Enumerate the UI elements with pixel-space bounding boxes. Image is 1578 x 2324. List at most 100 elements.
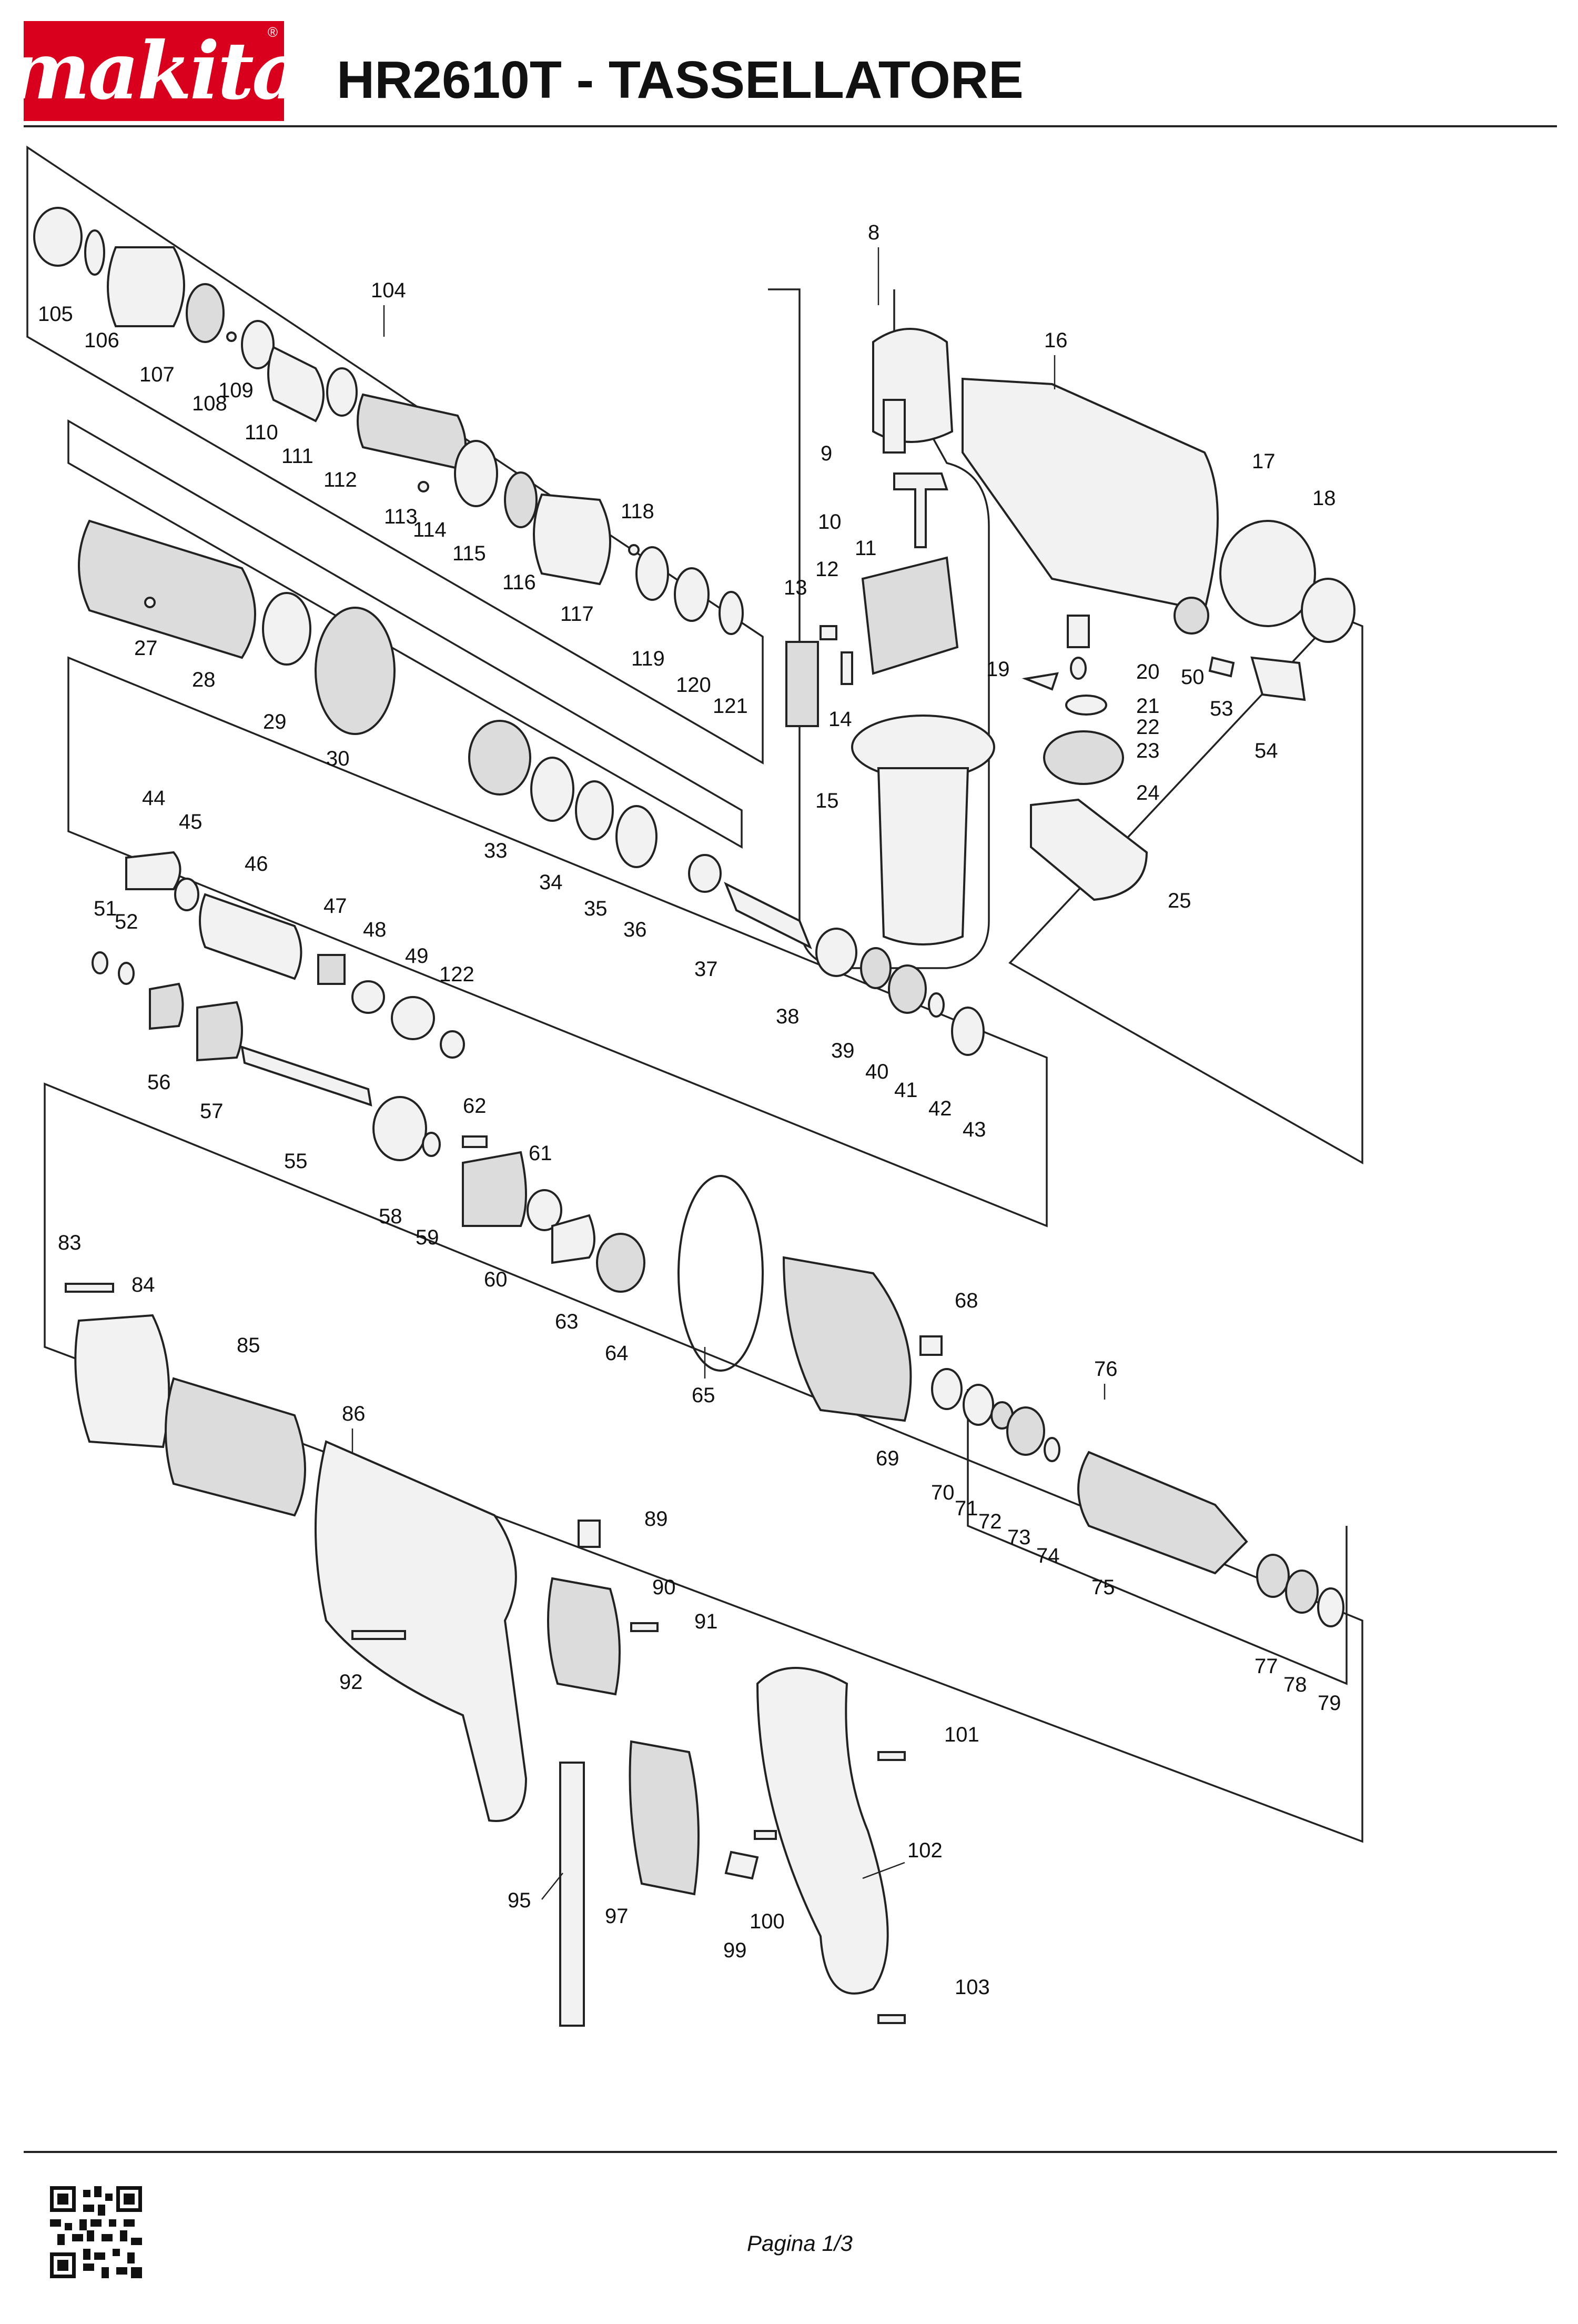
part-label-38: 38 [776,1005,800,1028]
frame-rear-housing [1008,614,1363,1165]
part-91-shape [630,1622,659,1632]
leader-102 [862,1862,905,1879]
part-60-shape [462,1151,527,1227]
part-label-107: 107 [139,363,175,386]
part-40-shape [860,947,892,989]
part-label-59: 59 [416,1226,439,1249]
part-label-60: 60 [484,1268,508,1291]
part-label-120: 120 [676,673,711,697]
part-90-shape [547,1577,621,1696]
part-19-shape [1021,672,1059,691]
part-label-39: 39 [831,1039,855,1062]
part-57-shape [196,1001,243,1062]
part-59-shape [422,1132,441,1157]
part-34-shape [530,757,574,822]
part-label-71: 71 [955,1497,978,1520]
part-label-41: 41 [894,1079,918,1102]
part-label-49: 49 [405,944,429,968]
part-label-47: 47 [323,894,347,918]
part-105-shape [33,207,83,267]
part-13-shape [785,641,819,727]
part-42-shape [928,992,945,1018]
part-label-76: 76 [1094,1357,1118,1381]
part-label-37: 37 [694,958,718,981]
part-89-shape [578,1520,601,1548]
part-48-shape [351,980,385,1014]
part-label-62: 62 [463,1094,487,1118]
part-95-shape [559,1762,585,2027]
part-70-shape [931,1368,963,1410]
part-68-shape [919,1335,943,1356]
part-label-53: 53 [1210,697,1233,720]
part-18-shape [1301,578,1356,643]
part-75-shape [1077,1451,1248,1575]
part-97-shape [629,1740,700,1896]
part-25-shape [1030,798,1148,901]
part-label-52: 52 [115,910,138,933]
part-46-shape [199,893,302,980]
leader-lines [351,247,1106,1900]
part-label-64: 64 [605,1342,629,1365]
part-22-shape [1065,695,1107,716]
part-label-11: 11 [855,537,877,560]
part-label-113: 113 [384,505,418,528]
part-label-34: 34 [539,871,563,894]
part-63-shape [551,1214,595,1264]
part-label-14: 14 [828,708,852,731]
part-label-17: 17 [1252,450,1276,473]
part-label-55: 55 [284,1150,308,1173]
part-label-117: 117 [560,602,594,626]
part-114-shape [418,481,429,492]
part-label-109: 109 [218,379,254,402]
part-label-54: 54 [1255,739,1278,762]
part-54-shape [1250,656,1306,701]
part-label-56: 56 [147,1071,171,1094]
part-112-shape [326,367,358,417]
part-9-shape [883,399,906,454]
frame-housing-assembly [44,1082,1363,1843]
leader-95 [541,1873,563,1900]
part-label-36: 36 [623,918,647,941]
part-label-95: 95 [508,1889,531,1912]
part-label-10: 10 [818,510,842,534]
part-label-70: 70 [931,1481,955,1504]
part-label-61: 61 [529,1142,552,1165]
part-53-shape [1208,656,1235,678]
part-label-30: 30 [326,747,350,770]
part-label-91: 91 [694,1610,718,1633]
part-43-shape [951,1007,985,1056]
part-116-shape [504,471,538,528]
part-label-27: 27 [134,637,158,660]
part-label-35: 35 [584,897,608,920]
part-label-9: 9 [821,442,832,465]
frame-handle-assembly [768,288,990,969]
part-109-shape [226,331,237,342]
part-label-77: 77 [1255,1655,1278,1678]
part-65-shape [677,1175,764,1372]
part-122-shape [440,1030,465,1059]
part-label-100: 100 [750,1910,785,1933]
page-number: Pagina 1/3 [747,2231,853,2256]
part-label-57: 57 [200,1100,224,1123]
part-label-112: 112 [323,468,357,491]
part-label-72: 72 [978,1510,1002,1533]
header-rule [24,125,1557,127]
part-86-shape [315,1440,528,1822]
part-61-shape [527,1189,562,1231]
part-label-104: 104 [371,279,406,302]
part-label-119: 119 [631,647,665,670]
part-label-78: 78 [1283,1673,1307,1696]
part-label-22: 22 [1136,716,1160,739]
part-label-114: 114 [413,518,447,541]
part-label-33: 33 [484,839,508,862]
part-56-shape [149,982,184,1030]
part-label-73: 73 [1007,1526,1031,1549]
part-99-shape [724,1850,759,1880]
part-69-shape [782,1256,912,1422]
makita-logo-text: makita [6,25,303,117]
part-24-shape [1043,730,1124,785]
part-118-shape [628,544,640,556]
part-label-65: 65 [692,1384,715,1407]
part-label-115: 115 [452,542,486,565]
